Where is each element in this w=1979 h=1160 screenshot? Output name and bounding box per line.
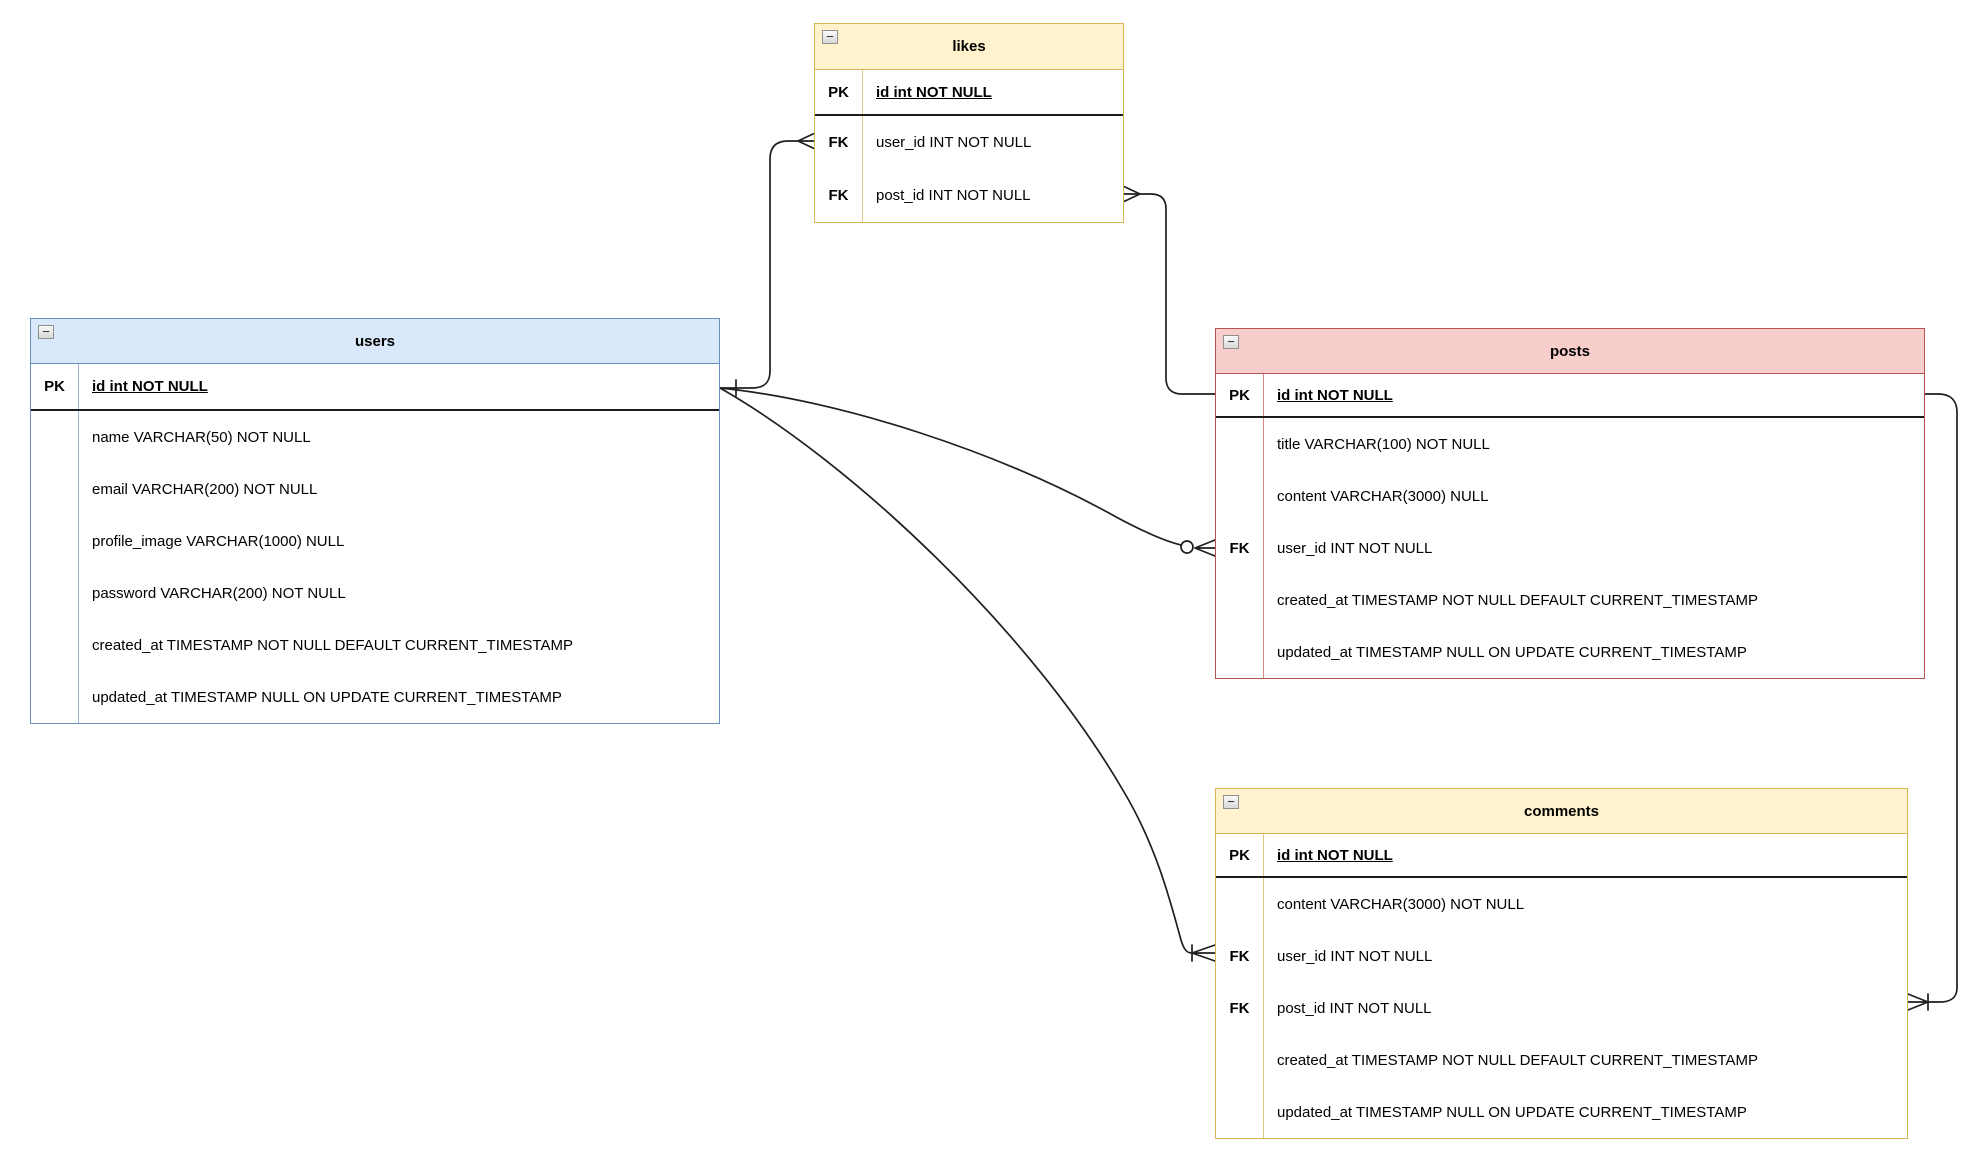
crow-foot-many-marker (1194, 539, 1216, 557)
collapse-icon[interactable]: − (1223, 335, 1239, 349)
table-row[interactable]: created_at TIMESTAMP NOT NULL DEFAULT CU… (31, 619, 719, 671)
table-row[interactable]: title VARCHAR(100) NOT NULL (1216, 418, 1924, 470)
row-field: profile_image VARCHAR(1000) NULL (92, 532, 345, 550)
row-key (1216, 574, 1264, 626)
collapse-icon[interactable]: − (822, 30, 838, 44)
row-field: post_id INT NOT NULL (1277, 999, 1432, 1017)
table-comments-header[interactable]: − comments (1216, 789, 1907, 834)
row-field: updated_at TIMESTAMP NULL ON UPDATE CURR… (92, 688, 562, 706)
table-row[interactable]: updated_at TIMESTAMP NULL ON UPDATE CURR… (1216, 1086, 1907, 1138)
row-key (31, 411, 79, 463)
row-field: user_id INT NOT NULL (876, 134, 1032, 151)
row-field: id int NOT NULL (1277, 386, 1393, 404)
row-key: FK (1216, 522, 1264, 574)
table-row[interactable]: password VARCHAR(200) NOT NULL (31, 567, 719, 619)
table-row[interactable]: FK user_id INT NOT NULL (1216, 522, 1924, 574)
row-field: content VARCHAR(3000) NOT NULL (1277, 895, 1525, 913)
table-likes[interactable]: − likes PK id int NOT NULL FK user_id IN… (814, 23, 1124, 223)
relation-users-posts[interactable] (719, 387, 1216, 557)
relation-line[interactable] (719, 387, 1193, 954)
collapse-icon[interactable]: − (38, 325, 54, 339)
table-row[interactable]: updated_at TIMESTAMP NULL ON UPDATE CURR… (1216, 626, 1924, 678)
row-key (1216, 878, 1264, 930)
row-key: PK (1216, 834, 1264, 876)
relation-likes-posts[interactable] (1123, 185, 1216, 395)
row-field: updated_at TIMESTAMP NULL ON UPDATE CURR… (1277, 643, 1747, 661)
crow-foot-many-marker (797, 132, 815, 150)
row-key (1216, 418, 1264, 470)
row-field: user_id INT NOT NULL (1277, 947, 1433, 965)
relation-users-comments[interactable] (719, 387, 1216, 962)
row-field: created_at TIMESTAMP NOT NULL DEFAULT CU… (1277, 1051, 1758, 1069)
row-key (31, 515, 79, 567)
table-row[interactable]: PK id int NOT NULL (31, 364, 719, 411)
crow-foot-many-marker (1123, 185, 1141, 203)
table-comments[interactable]: − comments PK id int NOT NULL content VA… (1215, 788, 1908, 1139)
table-posts[interactable]: − posts PK id int NOT NULL title VARCHAR… (1215, 328, 1925, 679)
row-key (31, 463, 79, 515)
table-title: users (354, 332, 396, 350)
row-key: PK (1216, 374, 1264, 416)
collapse-icon[interactable]: − (1223, 795, 1239, 809)
row-field: content VARCHAR(3000) NULL (1277, 487, 1489, 505)
row-key (1216, 1034, 1264, 1086)
row-field: password VARCHAR(200) NOT NULL (92, 584, 346, 602)
crow-foot-many-marker (1907, 993, 1929, 1011)
row-key (31, 671, 79, 723)
table-row[interactable]: PK id int NOT NULL (815, 70, 1123, 116)
table-row[interactable]: PK id int NOT NULL (1216, 834, 1907, 878)
row-key: FK (1216, 982, 1264, 1034)
row-field: user_id INT NOT NULL (1277, 539, 1433, 557)
row-field: id int NOT NULL (1277, 846, 1393, 864)
table-row[interactable]: name VARCHAR(50) NOT NULL (31, 411, 719, 463)
row-key (1216, 470, 1264, 522)
table-row[interactable]: created_at TIMESTAMP NOT NULL DEFAULT CU… (1216, 1034, 1907, 1086)
relation-users-likes[interactable] (719, 132, 815, 397)
row-field: id int NOT NULL (876, 83, 992, 101)
row-key: FK (815, 116, 863, 169)
row-key: PK (815, 70, 863, 114)
table-row[interactable]: content VARCHAR(3000) NULL (1216, 470, 1924, 522)
row-key (31, 567, 79, 619)
table-users[interactable]: − users PK id int NOT NULL name VARCHAR(… (30, 318, 720, 724)
table-users-header[interactable]: − users (31, 319, 719, 364)
table-row[interactable]: FK user_id INT NOT NULL (1216, 930, 1907, 982)
table-row[interactable]: content VARCHAR(3000) NOT NULL (1216, 878, 1907, 930)
row-key: FK (1216, 930, 1264, 982)
row-field: email VARCHAR(200) NOT NULL (92, 480, 318, 498)
crow-foot-many-marker (1191, 944, 1216, 962)
row-field: id int NOT NULL (92, 378, 208, 395)
table-title: comments (1523, 802, 1600, 820)
relation-line[interactable] (1924, 393, 1958, 1003)
row-field: title VARCHAR(100) NOT NULL (1277, 435, 1490, 453)
table-row[interactable]: updated_at TIMESTAMP NULL ON UPDATE CURR… (31, 671, 719, 723)
table-row[interactable]: PK id int NOT NULL (1216, 374, 1924, 418)
row-key (1216, 1086, 1264, 1138)
table-row[interactable]: email VARCHAR(200) NOT NULL (31, 463, 719, 515)
row-key: FK (815, 169, 863, 222)
row-field: created_at TIMESTAMP NOT NULL DEFAULT CU… (92, 636, 573, 654)
row-field: post_id INT NOT NULL (876, 187, 1031, 204)
table-title: posts (1549, 342, 1590, 360)
relation-line[interactable] (719, 387, 1182, 546)
row-key (1216, 626, 1264, 678)
table-posts-header[interactable]: − posts (1216, 329, 1924, 374)
table-row[interactable]: created_at TIMESTAMP NOT NULL DEFAULT CU… (1216, 574, 1924, 626)
table-row[interactable]: FK user_id INT NOT NULL (815, 116, 1123, 169)
row-field: name VARCHAR(50) NOT NULL (92, 428, 311, 446)
relation-line[interactable] (1139, 193, 1216, 395)
row-key: PK (31, 364, 79, 409)
table-row[interactable]: FK post_id INT NOT NULL (815, 169, 1123, 222)
row-field: created_at TIMESTAMP NOT NULL DEFAULT CU… (1277, 591, 1758, 609)
table-row[interactable]: profile_image VARCHAR(1000) NULL (31, 515, 719, 567)
table-row[interactable]: FK post_id INT NOT NULL (1216, 982, 1907, 1034)
cardinality-zero-marker (1180, 540, 1194, 554)
table-likes-header[interactable]: − likes (815, 24, 1123, 70)
row-field: updated_at TIMESTAMP NULL ON UPDATE CURR… (1277, 1103, 1747, 1121)
row-key (31, 619, 79, 671)
table-title: likes (952, 38, 986, 55)
relation-line[interactable] (719, 140, 799, 389)
